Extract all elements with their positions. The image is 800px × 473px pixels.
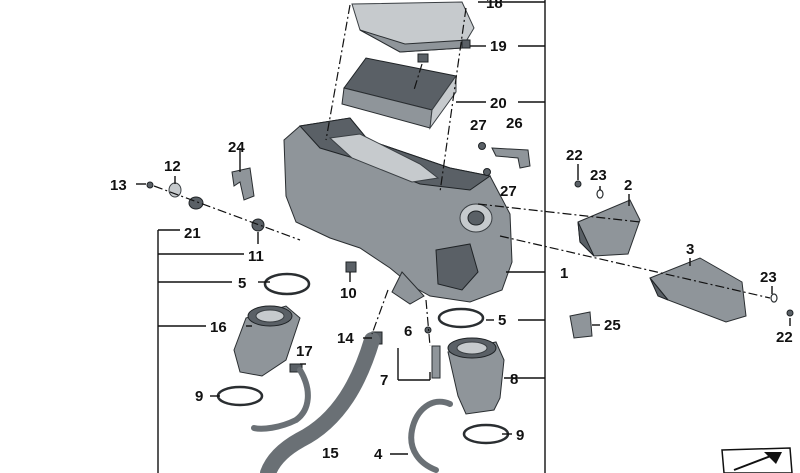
callout-26: 26 [506, 115, 523, 132]
callout-27-upper: 27 [470, 117, 487, 134]
callout-17: 17 [296, 343, 313, 360]
part-20-filter-element [341, 57, 457, 130]
callout-8: 8 [510, 371, 518, 388]
callout-7: 7 [380, 372, 388, 389]
callout-labels: 18 19 20 27 26 27 24 12 13 21 11 5 10 16… [110, 0, 793, 463]
callout-20: 20 [490, 95, 507, 112]
callout-9-left: 9 [195, 388, 203, 405]
part-12-grommet [168, 182, 204, 210]
callout-23-lower: 23 [760, 269, 777, 286]
part-15-hose [260, 332, 380, 473]
part-6-seal [424, 326, 432, 334]
callout-13: 13 [110, 177, 127, 194]
part-7-connector [431, 345, 441, 379]
callout-1: 1 [560, 265, 568, 282]
part-8-duct [447, 337, 505, 415]
callout-18: 18 [486, 0, 503, 12]
part-16-duct [233, 305, 301, 377]
callout-5-left: 5 [238, 275, 246, 292]
part-5-clamp-left [263, 272, 311, 296]
part-23-nut-upper [596, 189, 604, 199]
part-10-clip [345, 261, 357, 273]
part-9-clamp-left [216, 385, 264, 407]
part-3-scoop [649, 257, 747, 323]
part-22-screw-lower [786, 309, 794, 317]
part-11-mount [251, 218, 265, 232]
callout-14: 14 [337, 330, 354, 347]
callout-4: 4 [374, 446, 383, 463]
part-23-nut-lower [770, 293, 778, 303]
leader-lines [136, 0, 791, 473]
part-24-bracket [231, 167, 255, 201]
part-26-bracket [491, 147, 531, 169]
callout-25: 25 [604, 317, 621, 334]
part-27-screw-lower [483, 168, 491, 176]
part-25-clip [569, 311, 593, 339]
callout-12: 12 [164, 158, 181, 175]
callout-19: 19 [490, 38, 507, 55]
callout-21: 21 [184, 225, 201, 242]
callout-15: 15 [322, 445, 339, 462]
arrow-icon [721, 447, 793, 473]
callout-10: 10 [340, 285, 357, 302]
part-13-screw [146, 181, 154, 189]
callout-22-upper: 22 [566, 147, 583, 164]
part-5-clamp-right [437, 307, 485, 329]
part-19-clip [417, 39, 471, 63]
part-9-clamp-right [462, 423, 510, 445]
callout-23-upper: 23 [590, 167, 607, 184]
callout-9-right: 9 [516, 427, 524, 444]
callout-5-right: 5 [498, 312, 506, 329]
callout-16: 16 [210, 319, 227, 336]
part-22-screw-upper [574, 180, 582, 188]
callout-2: 2 [624, 177, 632, 194]
part-18-cover [351, 1, 475, 53]
part-17-hose [251, 367, 311, 432]
callout-27-lower: 27 [500, 183, 517, 200]
part-4-hose [408, 398, 453, 473]
part-2-scoop [577, 199, 641, 257]
part-1-housing [283, 117, 513, 305]
callout-6: 6 [404, 323, 412, 340]
part-27-screw-upper [478, 142, 486, 150]
callout-22-lower: 22 [776, 329, 793, 346]
callout-11: 11 [248, 248, 264, 265]
callout-24: 24 [228, 139, 245, 156]
callout-3: 3 [686, 241, 694, 258]
